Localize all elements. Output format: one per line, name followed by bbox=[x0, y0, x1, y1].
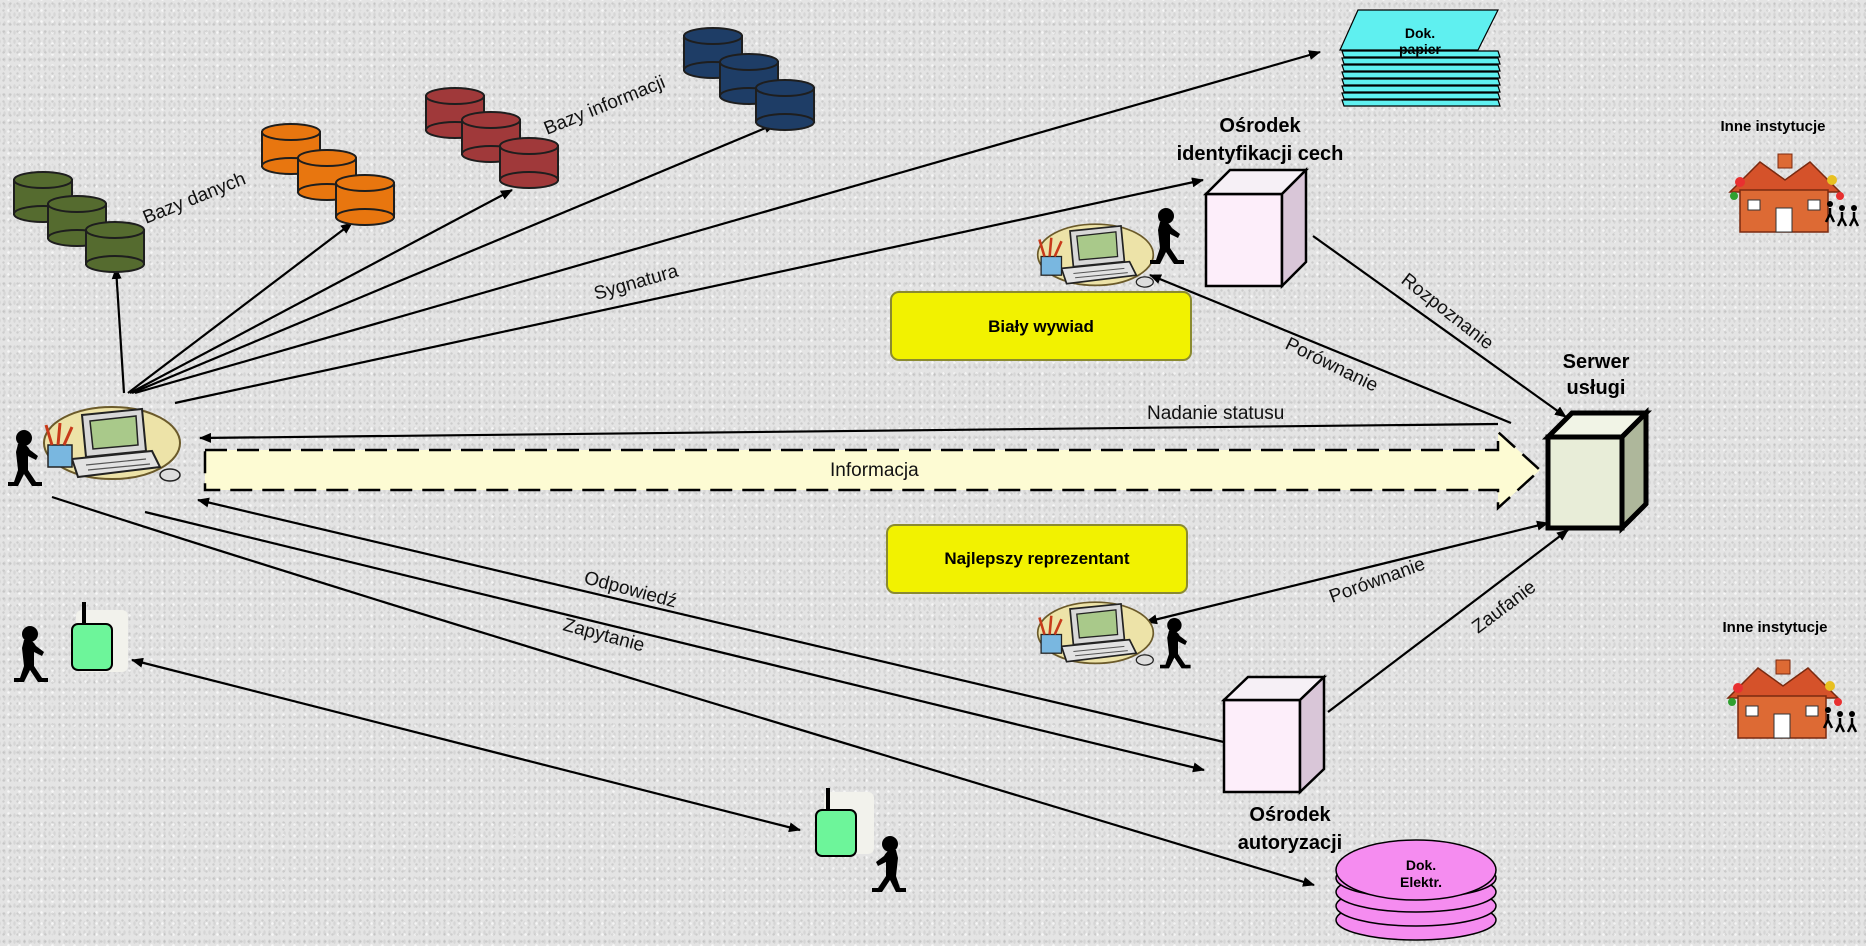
arrow-rozpoznanie bbox=[1312, 235, 1567, 418]
serwer-label-1: Serwer bbox=[1563, 351, 1630, 373]
bazy-danych-orange bbox=[261, 123, 395, 226]
connector-lines bbox=[51, 50, 1569, 887]
bazy-informacji-label: Bazy informacji bbox=[541, 72, 668, 140]
arrow-zaufanie bbox=[1327, 529, 1569, 713]
zapytanie-label: Zapytanie bbox=[561, 615, 647, 657]
bazy-informacji-red bbox=[425, 87, 559, 189]
computer-icon-top bbox=[1036, 222, 1155, 289]
arrow-porownanie-bottom bbox=[1145, 520, 1549, 625]
bazy-informacji-navy bbox=[683, 27, 815, 131]
arrow-sygnatura bbox=[174, 177, 1204, 405]
dok-elektr-label-1: Dok. bbox=[1406, 857, 1436, 873]
informacja-label: Informacja bbox=[830, 460, 919, 481]
arrow-odpowiedz bbox=[197, 497, 1229, 745]
osrodek-identyfikacji-label-2: identyfikacji cech bbox=[1177, 143, 1344, 165]
mobile-device-bottom bbox=[815, 788, 906, 892]
main-computer-icon bbox=[42, 405, 182, 483]
osrodek-autoryzacji-cube bbox=[1220, 674, 1328, 795]
inne-instytucje-bottom-label: Inne instytucje bbox=[1722, 619, 1827, 636]
school-building-icon bbox=[1726, 658, 1858, 740]
bazy-danych-green bbox=[13, 171, 145, 273]
bialy-wywiad-label: Biały wywiad bbox=[988, 317, 1094, 336]
arrow-porownanie-top bbox=[1149, 273, 1512, 425]
arrow-to-bazy-informacji-navy bbox=[131, 122, 776, 395]
odpowiedz-label: Odpowiedź bbox=[582, 568, 679, 613]
arrow-nadanie-statusu bbox=[199, 422, 1499, 443]
database-cylinder-icon bbox=[755, 79, 815, 131]
dok-papier-label-1: Dok. bbox=[1405, 25, 1435, 41]
mobile-device-left bbox=[14, 602, 128, 682]
serwer-uslugi-cube bbox=[1541, 406, 1653, 535]
database-cylinder-icon bbox=[335, 174, 395, 226]
person-icon bbox=[14, 626, 48, 682]
arrow-to-bazy-danych-orange bbox=[127, 222, 353, 394]
sygnatura-label: Sygnatura bbox=[592, 261, 681, 305]
arrow-zapytanie bbox=[144, 510, 1205, 773]
osrodek-autoryzacji-label-2: autoryzacji bbox=[1238, 832, 1342, 854]
person-icon bbox=[8, 430, 42, 486]
rozpoznanie-label: Rozpoznanie bbox=[1397, 269, 1497, 354]
arrow-to-dok-papier bbox=[134, 50, 1321, 395]
person-icon bbox=[872, 836, 906, 892]
bialy-wywiad-box: Biały wywiad bbox=[890, 291, 1192, 361]
najlepszy-reprezentant-label: Najlepszy reprezentant bbox=[944, 549, 1130, 568]
arrow-to-bazy-informacji-red bbox=[129, 189, 513, 394]
zaufanie-label: Zaufanie bbox=[1468, 577, 1540, 638]
computer-icon-bottom bbox=[1036, 600, 1155, 667]
porownanie-bottom-label: Porównanie bbox=[1327, 554, 1428, 608]
osrodek-autoryzacji-label-1: Ośrodek bbox=[1249, 804, 1331, 826]
arrow-device-link bbox=[131, 657, 801, 833]
person-icon bbox=[1160, 618, 1191, 669]
osrodek-identyfikacji-label-1: Ośrodek bbox=[1219, 115, 1301, 137]
inne-instytucje-top-label: Inne instytucje bbox=[1720, 118, 1825, 135]
informacja-band: Informacja bbox=[203, 429, 1542, 511]
dok-papier-stack bbox=[1339, 9, 1501, 107]
school-building-icon bbox=[1728, 152, 1860, 234]
mobile-phone-icon bbox=[815, 809, 857, 857]
osrodek-identyfikacji-cube bbox=[1202, 166, 1310, 290]
dok-elektr-label-2: Elektr. bbox=[1400, 874, 1442, 890]
dok-elektr-stack bbox=[1335, 839, 1497, 941]
nadanie-statusu-label: Nadanie statusu bbox=[1147, 403, 1284, 424]
database-cylinder-icon bbox=[85, 221, 145, 273]
porownanie-top-label: Porównanie bbox=[1282, 334, 1381, 397]
arrow-to-bazy-danych-green bbox=[111, 267, 126, 394]
najlepszy-reprezentant-box: Najlepszy reprezentant bbox=[886, 524, 1188, 594]
database-cylinder-icon bbox=[499, 137, 559, 189]
person-icon bbox=[1150, 208, 1184, 264]
bazy-danych-label: Bazy danych bbox=[140, 168, 249, 228]
dok-papier-label-2: papier bbox=[1399, 41, 1442, 57]
mobile-phone-icon bbox=[71, 623, 113, 671]
serwer-label-2: usługi bbox=[1567, 377, 1626, 399]
